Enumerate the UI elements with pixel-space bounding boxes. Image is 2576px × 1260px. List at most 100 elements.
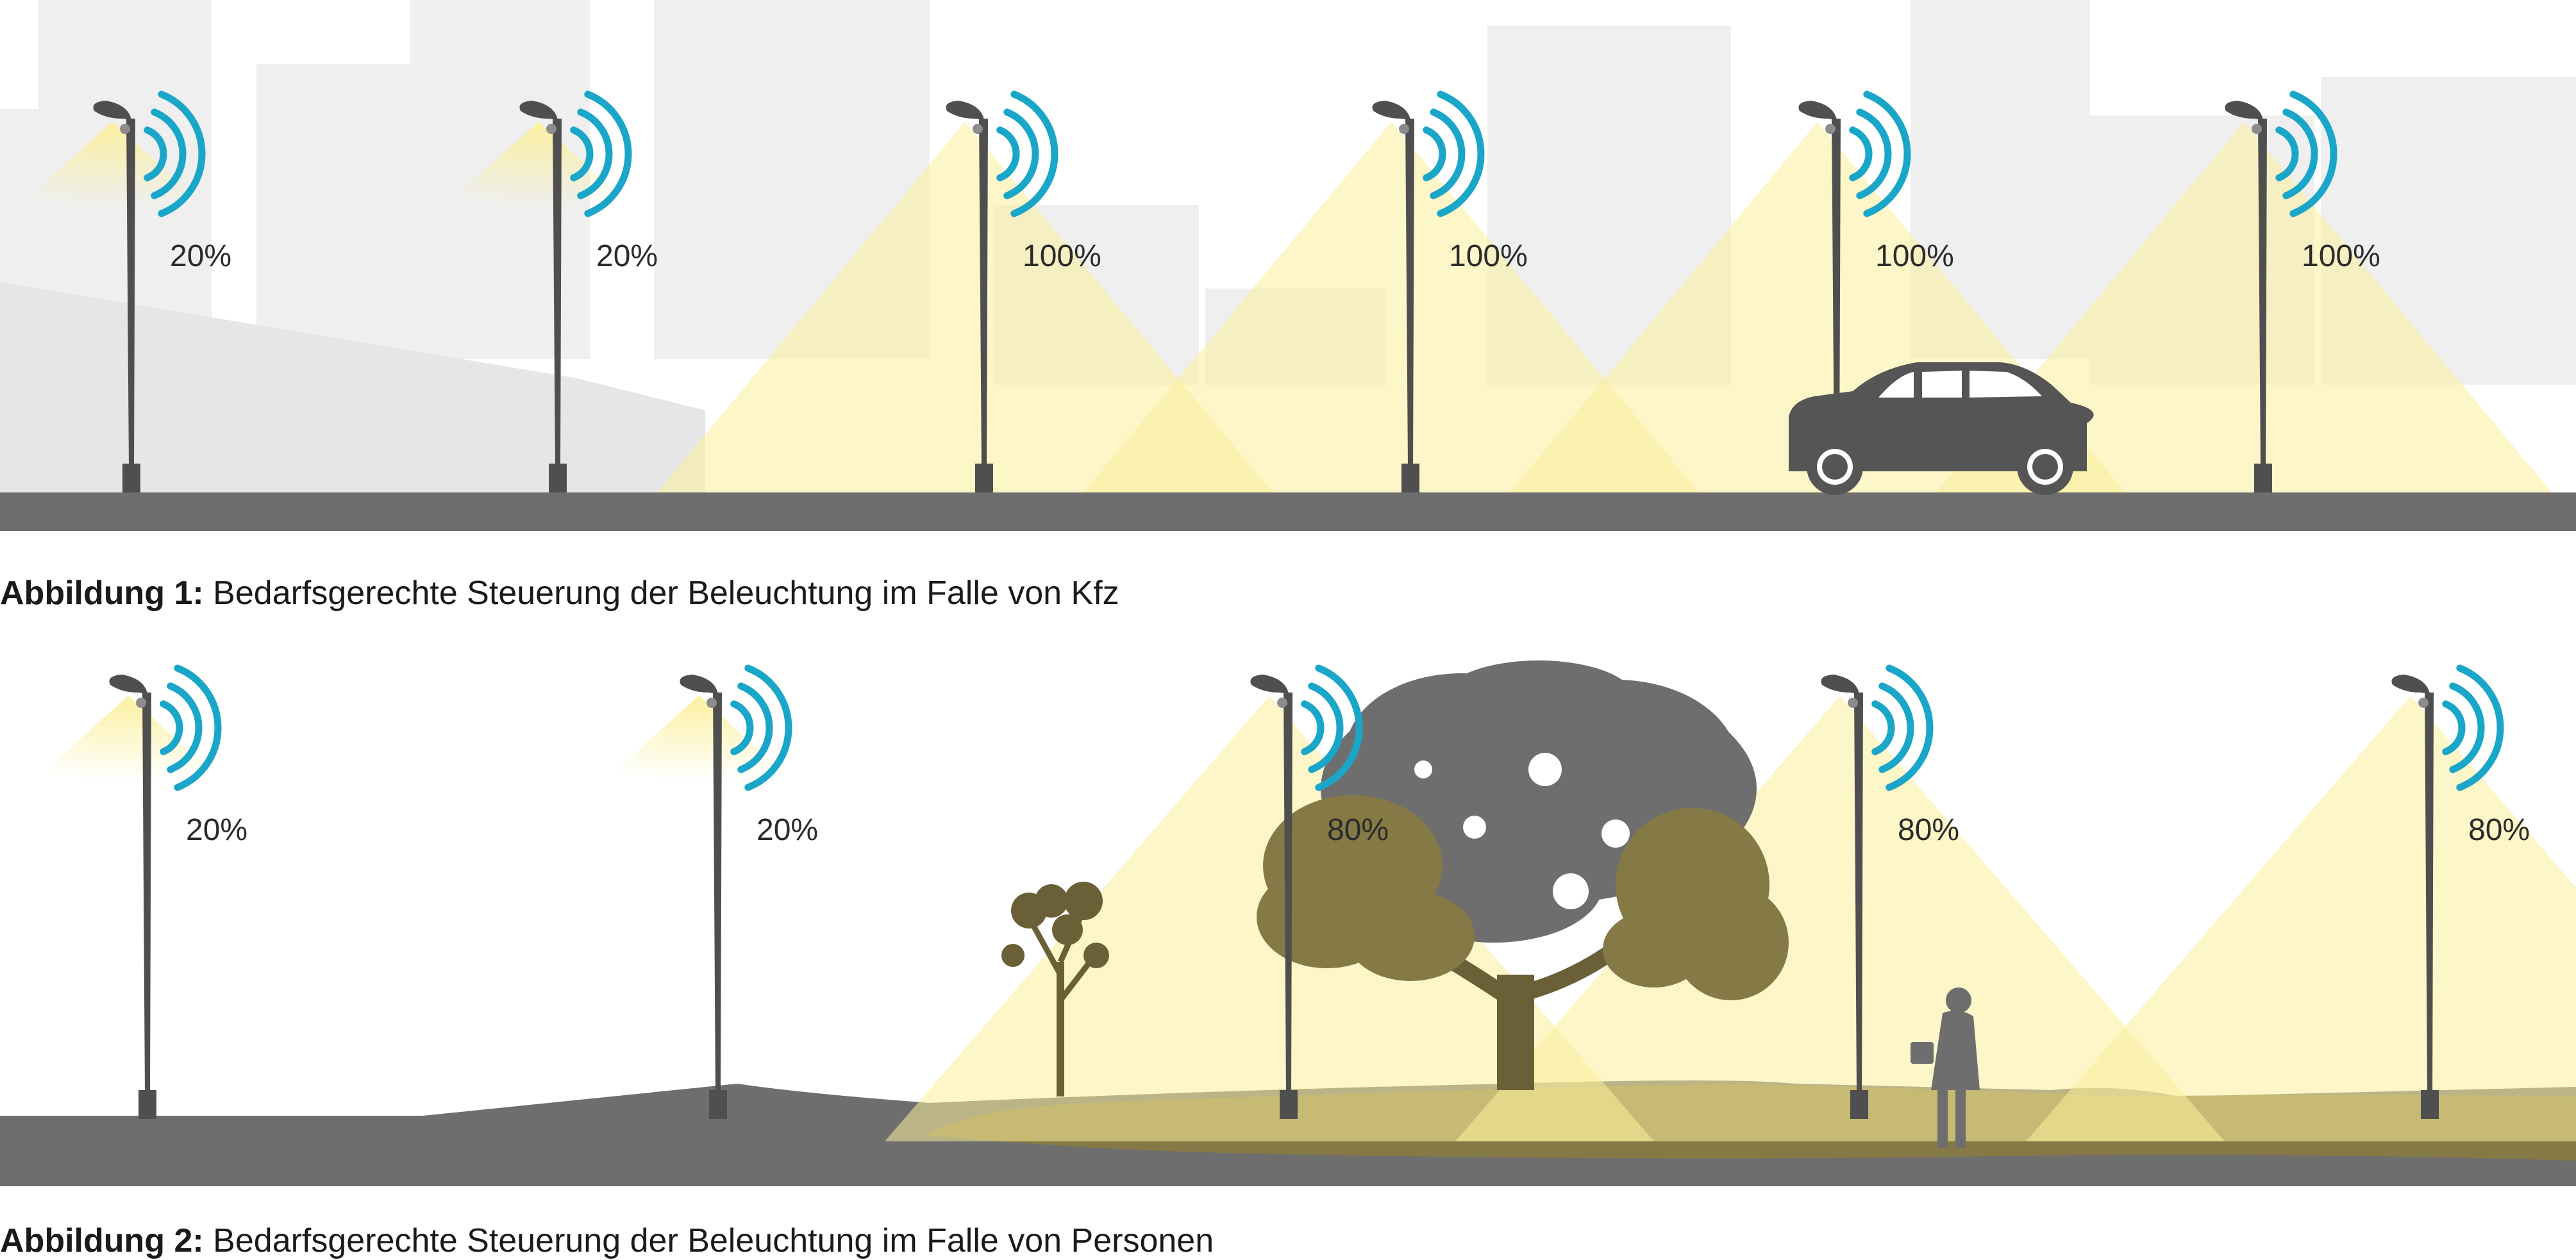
sensor-icon <box>2252 124 2262 134</box>
lamp-base <box>549 464 567 492</box>
wireless-signal-icon <box>1849 90 1911 217</box>
signal-wave <box>1308 682 1344 773</box>
fig1-level-label-4: 100% <box>1449 239 1528 273</box>
lamp-pole <box>713 693 722 1093</box>
signal-wave <box>2289 90 2338 217</box>
fig1-lamp-1: 20% <box>93 90 231 492</box>
fig1-level-label-1: 20% <box>170 239 231 273</box>
caption-figure2-label: Abbildung 2: <box>0 1222 204 1259</box>
car-icon <box>1789 362 2094 495</box>
fig1-level-label-2: 20% <box>596 239 658 273</box>
signal-wave <box>1886 664 1934 791</box>
signal-wave <box>1878 682 1914 773</box>
caption-figure1: Abbildung 1: Bedarfsgerechte Steuerung d… <box>0 574 1119 612</box>
lamp-base <box>138 1090 156 1119</box>
signal-wave <box>160 700 183 755</box>
lamp-base <box>975 464 993 492</box>
signal-wave <box>744 664 792 791</box>
lamps-figure2: 20% 20% 80% 80% 80% <box>109 664 2530 1119</box>
fig1-level-label-5: 100% <box>1875 239 1954 273</box>
sensor-icon <box>136 698 146 708</box>
lamp-head <box>1250 675 1289 694</box>
signal-wave <box>1003 108 1039 199</box>
sensor-icon <box>973 124 983 134</box>
fig1-lamp-6: 100% <box>2225 90 2380 492</box>
wireless-signal-icon <box>1301 664 1363 791</box>
fig1-light-cone-6 <box>1936 122 2552 492</box>
lamp-pole <box>1405 119 1414 467</box>
sensor-icon <box>1277 698 1287 708</box>
lamp-head <box>1821 675 1859 694</box>
lamp-base <box>122 464 140 492</box>
lamp-pole <box>553 119 562 467</box>
signal-wave <box>1430 108 1466 199</box>
lamp-head <box>680 675 718 694</box>
signal-wave <box>158 90 206 217</box>
fig2-lamp-2: 20% <box>680 664 818 1119</box>
lamp-head <box>93 101 131 120</box>
fig1-light-cone-4 <box>1083 122 1699 492</box>
signal-wave <box>570 126 594 181</box>
fig2-level-label-3: 80% <box>1327 813 1389 847</box>
signal-wave <box>1423 126 1446 181</box>
signal-wave <box>1010 90 1058 217</box>
sensor-icon <box>707 698 717 708</box>
caption-figure1-label: Abbildung 1: <box>0 575 204 612</box>
signal-wave <box>1849 126 1873 181</box>
signal-wave <box>996 126 1020 181</box>
lamp-pole <box>2425 693 2434 1093</box>
signal-wave <box>151 108 187 199</box>
sensor-icon <box>1848 698 1858 708</box>
hill-silhouette <box>0 282 705 494</box>
person-icon <box>1911 987 1980 1148</box>
fig2-light-cone-4 <box>1455 696 2225 1141</box>
fig2-level-label-4: 80% <box>1898 813 1959 847</box>
fig1-level-label-3: 100% <box>1023 239 1101 273</box>
small-tree-icon <box>1001 882 1109 1096</box>
caption-figure2-text: Bedarfsgerechte Steuerung der Beleuchtun… <box>203 1222 1214 1259</box>
fig1-dim-glow-2 <box>442 122 635 208</box>
fig2-level-label-5: 80% <box>2468 813 2530 847</box>
lamp-base <box>1401 464 1419 492</box>
wireless-signal-icon <box>570 90 632 217</box>
fig2-lamp-1: 20% <box>109 664 247 1119</box>
signal-wave <box>1437 90 1485 217</box>
signal-wave <box>2275 126 2299 181</box>
signal-wave <box>730 700 754 755</box>
signal-wave <box>1315 664 1363 791</box>
fig1-light-cone-3 <box>657 122 1273 492</box>
lamp-head <box>1798 101 1837 120</box>
lamp-head <box>109 675 147 694</box>
wireless-signal-icon <box>996 90 1058 217</box>
lamp-pole <box>126 119 135 467</box>
signal-wave <box>2449 682 2485 773</box>
lamp-head <box>2225 101 2263 120</box>
fig2-light-cone-5 <box>2026 696 2576 1141</box>
wireless-signal-icon <box>730 664 792 791</box>
fig2-level-label-1: 20% <box>186 813 247 847</box>
sensor-icon <box>120 124 130 134</box>
sensor-icon <box>1825 124 1836 134</box>
fig1-lamp-2: 20% <box>519 90 658 492</box>
signal-wave <box>1856 108 1892 199</box>
lamp-pole <box>1284 693 1292 1093</box>
lamp-head <box>519 101 558 120</box>
fig1-lamp-3: 100% <box>946 90 1101 492</box>
wireless-signal-icon <box>1423 90 1485 217</box>
fig1-lamp-4: 100% <box>1372 90 1528 492</box>
fig2-level-label-2: 20% <box>757 813 818 847</box>
lamp-head <box>1372 101 1410 120</box>
lamp-pole <box>142 693 151 1093</box>
fig1-lamp-5: 100% <box>1798 90 1954 492</box>
road-figure1 <box>0 492 2576 531</box>
fig2-dim-glow-2 <box>603 696 795 782</box>
signal-wave <box>167 682 203 773</box>
fig2-lamp-3: 80% <box>1250 664 1389 1119</box>
lamp-base <box>1280 1090 1298 1119</box>
sensor-icon <box>1399 124 1409 134</box>
wireless-signal-icon <box>2442 664 2504 791</box>
lamp-pole <box>979 119 988 467</box>
wireless-signal-icon <box>144 90 206 217</box>
wireless-signal-icon <box>160 664 222 791</box>
